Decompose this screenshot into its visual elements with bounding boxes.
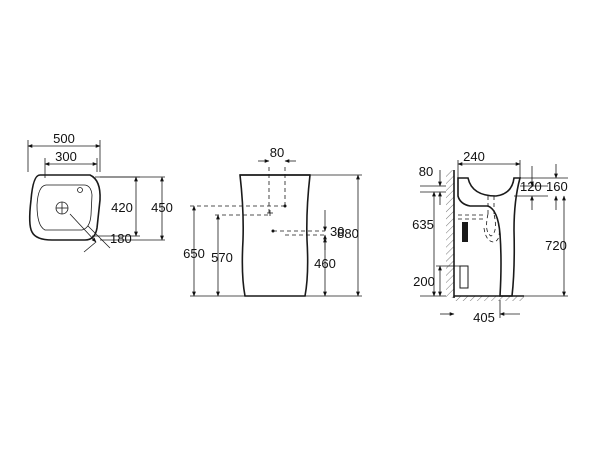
dim-front-880: 880 bbox=[337, 226, 359, 241]
basin-bowl-top bbox=[36, 184, 93, 231]
wall-hatch bbox=[446, 170, 454, 298]
floor-outlet-side bbox=[459, 265, 469, 289]
trap-side bbox=[458, 196, 500, 243]
dim-side-80: 80 bbox=[419, 164, 433, 179]
dim-top-300: 300 bbox=[55, 149, 77, 164]
dim-front-30: 30 bbox=[330, 224, 344, 239]
dim-top-420: 420 bbox=[111, 200, 133, 215]
dim-side-635: 635 bbox=[412, 217, 434, 232]
front-view: 80 880 650 570 460 30 bbox=[183, 145, 362, 297]
dim-front-570: 570 bbox=[211, 250, 233, 265]
dim-front-460: 460 bbox=[314, 256, 336, 271]
dim-side-200: 200 bbox=[413, 274, 435, 289]
basin-outline-top bbox=[28, 174, 101, 241]
dim-side-720: 720 bbox=[545, 238, 567, 253]
dim-side-405: 405 bbox=[473, 310, 495, 325]
waste-connection-front bbox=[267, 204, 287, 233]
dim-top-450: 450 bbox=[151, 200, 173, 215]
dim-side-240: 240 bbox=[463, 149, 485, 164]
dim-side-120: 120 bbox=[520, 179, 542, 194]
tap-hole-top bbox=[77, 187, 83, 193]
dim-front-650: 650 bbox=[183, 246, 205, 261]
floor-hatch bbox=[454, 296, 524, 301]
supply-pipe-side bbox=[462, 222, 468, 242]
top-view: 500 300 420 450 180 bbox=[27, 131, 173, 253]
side-view: 240 80 120 160 635 720 200 405 bbox=[412, 149, 568, 325]
dim-side-160: 160 bbox=[546, 179, 568, 194]
pedestal-outline-front bbox=[239, 174, 311, 297]
dim-top-500: 500 bbox=[53, 131, 75, 146]
dim-top-180: 180 bbox=[110, 231, 132, 246]
dim-front-80: 80 bbox=[270, 145, 284, 160]
